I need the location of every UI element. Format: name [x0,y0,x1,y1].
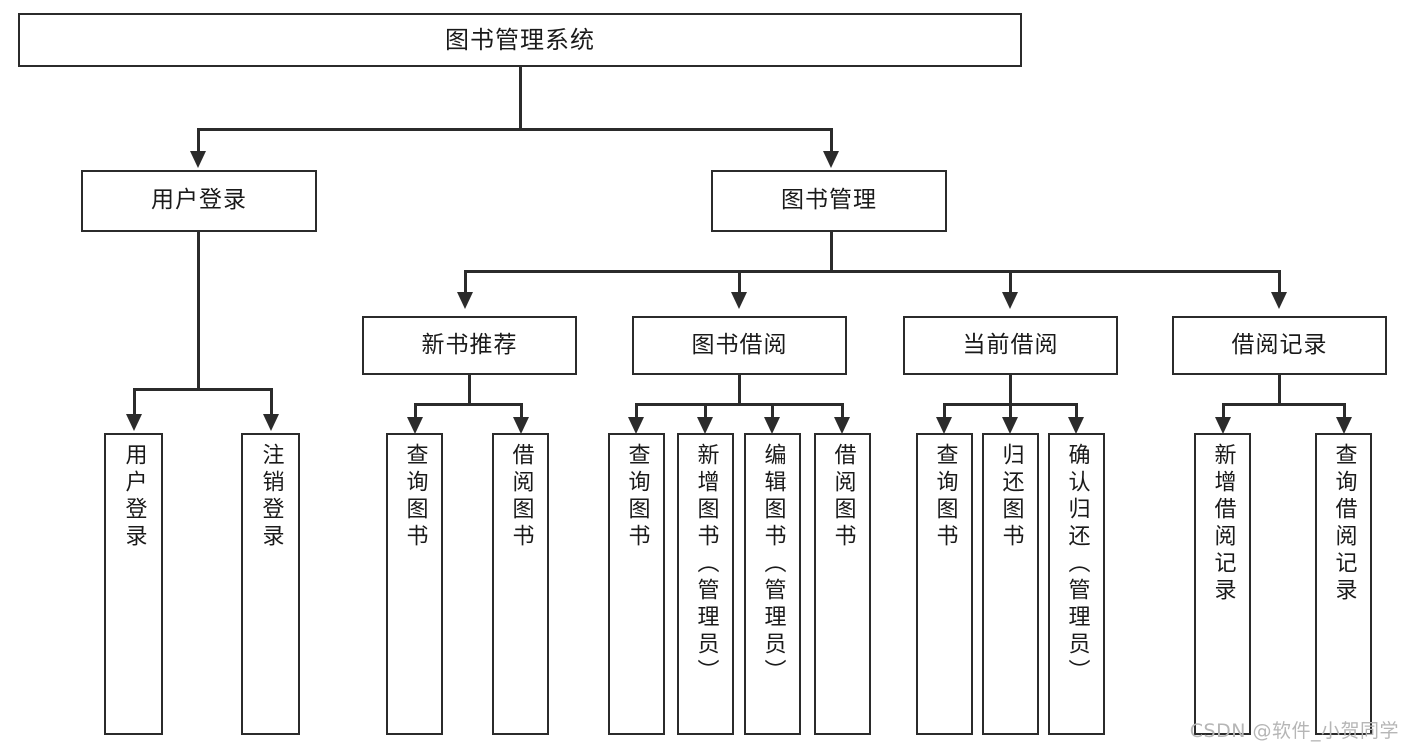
leaf-label: 查询借阅记录 [1331,443,1357,605]
leaf-current-borrow-confirm-return-admin[interactable]: 确认归还（管理员） [1048,433,1105,735]
arrowhead-user-login-leaf-1 [126,414,142,431]
arrowhead-current-borrow-leaf-2 [1002,417,1018,434]
node-book-borrow[interactable]: 图书借阅 [632,316,847,375]
connector-root-stem [519,67,522,130]
leaf-label: 借阅图书 [830,443,856,551]
node-label: 当前借阅 [962,331,1059,358]
connector-new-book-stem [468,375,471,405]
connector-root-to-book-management [830,128,833,153]
arrowhead-to-book-management [823,151,839,168]
connector-br-drop-1 [1222,403,1225,419]
connector-user-login-drop-1 [133,388,136,416]
connector-new-book-bus [414,403,522,406]
connector-book-management-stem [830,232,833,272]
leaf-label: 查询图书 [624,443,650,551]
leaf-book-borrow-add-book-admin[interactable]: 新增图书（管理员） [677,433,734,735]
connector-bm-drop-1 [464,270,467,294]
arrowhead-current-borrow-leaf-3 [1068,417,1084,434]
leaf-label: 归还图书 [998,443,1024,551]
leaf-user-logout[interactable]: 注销登录 [241,433,300,735]
connector-user-login-bus [133,388,272,391]
arrowhead-user-login-leaf-2 [263,414,279,431]
node-label: 图书管理 [781,187,877,214]
arrowhead-to-new-book-recommend [457,292,473,309]
connector-bb-drop-1 [635,403,638,419]
connector-borrow-record-stem [1278,375,1281,405]
leaf-current-borrow-return-book[interactable]: 归还图书 [982,433,1039,735]
node-current-borrow[interactable]: 当前借阅 [903,316,1118,375]
node-user-login[interactable]: 用户登录 [81,170,317,232]
arrowhead-to-book-borrow [731,292,747,309]
node-root-book-management-system[interactable]: 图书管理系统 [18,13,1022,67]
leaf-label: 注销登录 [258,443,284,551]
connector-cb-drop-1 [943,403,946,419]
connector-current-borrow-stem [1009,375,1012,405]
connector-nb-drop-2 [520,403,523,419]
node-label: 新书推荐 [421,331,518,358]
arrowhead-book-borrow-leaf-4 [834,417,850,434]
leaf-current-borrow-query-book[interactable]: 查询图书 [916,433,973,735]
leaf-new-book-query-book[interactable]: 查询图书 [386,433,443,735]
arrowhead-to-current-borrow [1002,292,1018,309]
leaf-borrow-record-query-record[interactable]: 查询借阅记录 [1315,433,1372,735]
arrowhead-to-user-login [190,151,206,168]
arrowhead-current-borrow-leaf-1 [936,417,952,434]
leaf-book-borrow-query-book[interactable]: 查询图书 [608,433,665,735]
node-label: 图书借阅 [691,331,788,358]
connector-root-to-user-login [197,128,200,153]
node-new-book-recommend[interactable]: 新书推荐 [362,316,577,375]
connector-borrow-record-bus [1222,403,1345,406]
connector-nb-drop-1 [414,403,417,419]
leaf-label: 借阅图书 [508,443,534,551]
connector-book-borrow-stem [738,375,741,405]
leaf-label: 查询图书 [932,443,958,551]
arrowhead-borrow-record-leaf-2 [1336,417,1352,434]
node-borrow-record[interactable]: 借阅记录 [1172,316,1387,375]
leaf-label: 查询图书 [402,443,428,551]
node-label: 图书管理系统 [445,25,595,54]
connector-book-borrow-bus [635,403,843,406]
connector-bm-drop-3 [1009,270,1012,294]
connector-book-management-bus [464,270,1280,273]
leaf-label: 新增图书（管理员） [693,443,719,686]
connector-user-login-stem [197,232,200,390]
leaf-user-login[interactable]: 用户登录 [104,433,163,735]
leaf-borrow-record-add-record[interactable]: 新增借阅记录 [1194,433,1251,735]
connector-bb-drop-3 [771,403,774,419]
leaf-book-borrow-edit-book-admin[interactable]: 编辑图书（管理员） [744,433,801,735]
leaf-book-borrow-borrow-book[interactable]: 借阅图书 [814,433,871,735]
leaf-label: 用户登录 [121,443,147,551]
connector-bm-drop-4 [1278,270,1281,294]
arrowhead-new-book-leaf-1 [407,417,423,434]
node-label: 用户登录 [151,187,247,214]
leaf-label: 确认归还（管理员） [1064,443,1090,686]
leaf-label: 新增借阅记录 [1210,443,1236,605]
connector-bb-drop-2 [704,403,707,419]
arrowhead-new-book-leaf-2 [513,417,529,434]
arrowhead-book-borrow-leaf-2 [697,417,713,434]
csdn-watermark: CSDN @软件_小贺同学 [1189,720,1399,742]
node-label: 借阅记录 [1231,331,1328,358]
arrowhead-borrow-record-leaf-1 [1215,417,1231,434]
connector-cb-drop-3 [1075,403,1078,419]
arrowhead-book-borrow-leaf-1 [628,417,644,434]
connector-cb-drop-2 [1009,403,1012,419]
arrowhead-to-borrow-record [1271,292,1287,309]
connector-user-login-drop-2 [270,388,273,416]
leaf-new-book-borrow-book[interactable]: 借阅图书 [492,433,549,735]
connector-bb-drop-4 [841,403,844,419]
leaf-label: 编辑图书（管理员） [760,443,786,686]
connector-br-drop-2 [1343,403,1346,419]
node-book-management[interactable]: 图书管理 [711,170,947,232]
arrowhead-book-borrow-leaf-3 [764,417,780,434]
connector-root-bus [197,128,833,131]
connector-bm-drop-2 [738,270,741,294]
